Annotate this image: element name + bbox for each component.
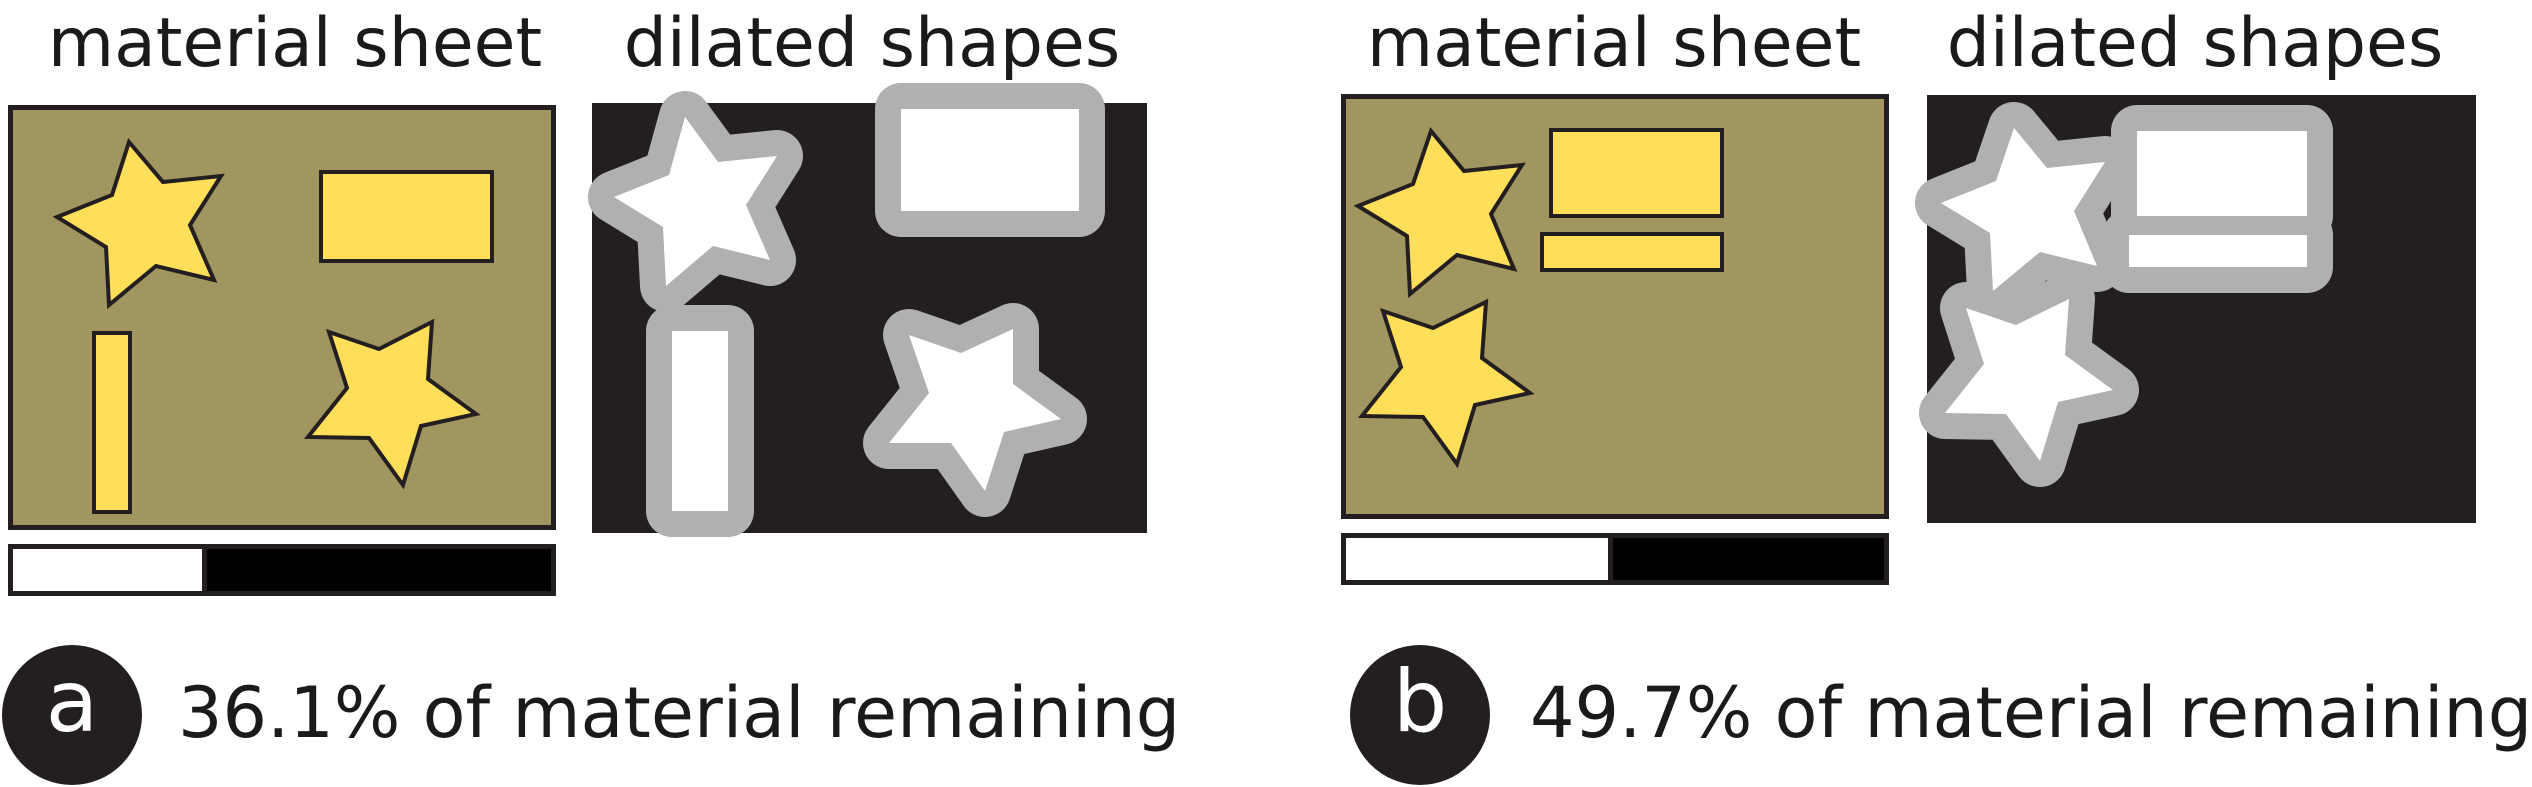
star-shape bbox=[52, 137, 225, 310]
remaining-caption-a: 36.1% of material remaining bbox=[178, 672, 1181, 754]
material-sheet-a bbox=[8, 105, 556, 530]
bar-shape bbox=[1540, 232, 1724, 272]
material-sheet-shapes-b bbox=[1353, 126, 1724, 469]
bar-shape bbox=[92, 331, 132, 514]
dilated-shapes-svg-a bbox=[588, 83, 1105, 537]
material-sheet-b bbox=[1341, 94, 1889, 519]
material-remaining-fill-b bbox=[1346, 538, 1614, 580]
material-sheet-label-b: material sheet bbox=[1366, 4, 1862, 83]
panel-badge-b: b bbox=[1350, 645, 1490, 785]
panel-badge-letter-b: b bbox=[1392, 652, 1448, 752]
material-sheet-label-a: material sheet bbox=[47, 4, 543, 83]
dilated-shapes-label-a: dilated shapes bbox=[623, 4, 1121, 83]
star-shape bbox=[1357, 298, 1535, 469]
material-remaining-bar-a bbox=[8, 544, 556, 596]
material-sheet-shapes-a bbox=[52, 137, 494, 514]
shape-layer bbox=[614, 109, 1079, 511]
dilated-shapes-a bbox=[588, 83, 1147, 537]
dilated-shapes-b bbox=[1915, 95, 2476, 523]
remaining-caption-b: 49.7% of material remaining bbox=[1530, 672, 2532, 754]
dilated-shapes-label-b: dilated shapes bbox=[1946, 4, 2444, 83]
panel-badge-a: a bbox=[2, 645, 142, 785]
material-remaining-bar-b bbox=[1341, 533, 1889, 585]
rectangle-shape bbox=[1549, 128, 1724, 218]
star-shape bbox=[303, 318, 481, 490]
shape-layer bbox=[1941, 128, 2307, 461]
material-remaining-fill-a bbox=[13, 549, 208, 591]
star-shape bbox=[1353, 126, 1526, 299]
panel-badge-letter-a: a bbox=[45, 652, 99, 752]
dilated-shapes-svg-b bbox=[1915, 102, 2333, 487]
rectangle-shape bbox=[319, 170, 494, 263]
